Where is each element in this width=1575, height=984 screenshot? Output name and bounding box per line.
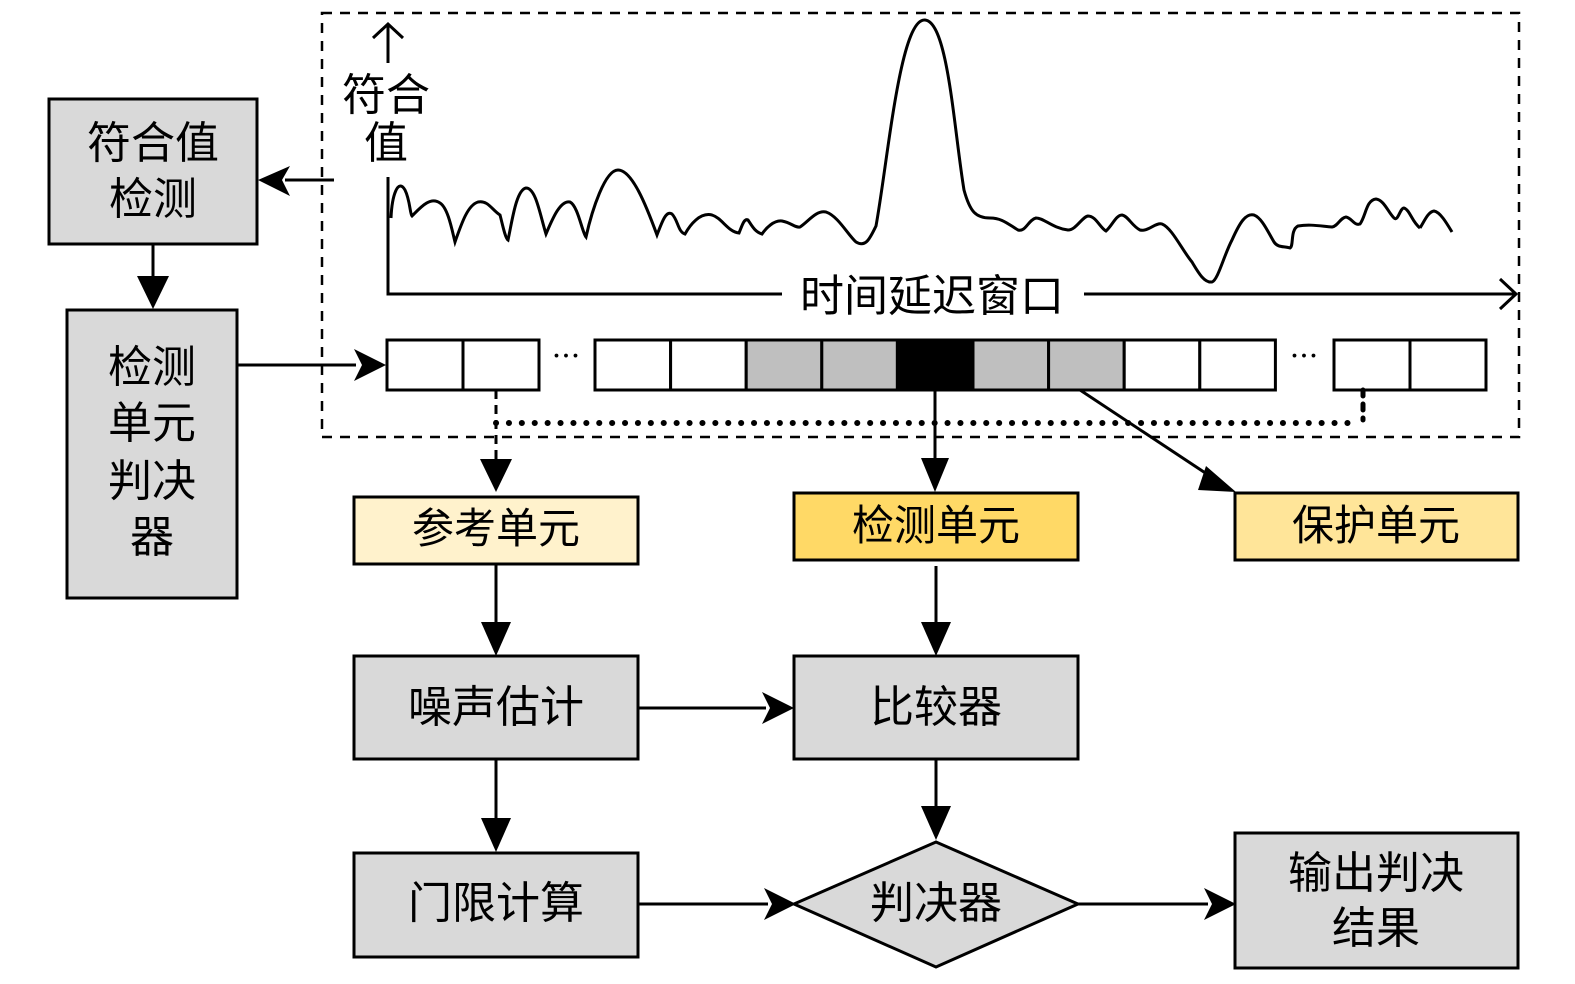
y-axis-label-line2: 值 <box>364 118 408 169</box>
det-arrowhead-icon <box>921 458 949 492</box>
cell-judge-block[interactable] <box>65 308 239 600</box>
noise-estimate-block[interactable] <box>352 654 640 761</box>
y-axis-label-line1: 符合 <box>342 70 430 121</box>
output-block[interactable] <box>1233 831 1520 970</box>
output-label-line1: 输出判决 <box>1288 848 1464 899</box>
threshold-to-decider-arrowhead-icon <box>764 888 796 920</box>
threshold-calc-label: 门限计算 <box>408 878 584 929</box>
plot-region-frame <box>320 11 1521 439</box>
guard-cell-block[interactable] <box>1233 491 1520 562</box>
y-axis-arrowhead-icon <box>371 21 405 40</box>
cell-judge-label-line2: 单元 <box>108 398 196 449</box>
comparator-label: 比较器 <box>870 682 1002 733</box>
cell-test-middle-4 <box>895 338 975 392</box>
coincidence-curve-tail <box>1418 209 1454 233</box>
ellipsis-left: ··· <box>552 339 581 374</box>
coincidence-detect-label-line2: 检测 <box>109 174 197 225</box>
comparator-to-decider-arrowhead-icon <box>921 806 951 840</box>
coincidence-detect-label-line1: 符合值 <box>87 118 219 169</box>
det-to-comparator-arrowhead-icon <box>921 622 951 656</box>
cell-reference-right-0 <box>1332 338 1412 392</box>
x-axis-label: 时间延迟窗口 <box>800 271 1064 322</box>
decider-to-output-arrowhead-icon <box>1204 888 1236 920</box>
guard-cell-label: 保护单元 <box>1292 501 1460 550</box>
cell-row <box>385 338 1488 392</box>
y-axis-and-x-axis-left <box>386 177 782 296</box>
cell-reference-left-0 <box>385 338 465 392</box>
guard-arrowhead-icon <box>1198 466 1236 492</box>
coincidence-curve <box>389 18 1421 284</box>
decider-label: 判决器 <box>870 878 1002 929</box>
guard-cell-connector <box>1079 388 1223 486</box>
cell-reference-right-1 <box>1408 338 1488 392</box>
cell-guard-middle-5 <box>971 338 1051 392</box>
noise-estimate-label: 噪声估计 <box>408 682 584 733</box>
comparator-block[interactable] <box>792 654 1080 761</box>
cell-judge-label-line1: 检测 <box>108 342 196 393</box>
judge-to-cells-arrowhead-icon <box>354 349 386 381</box>
reference-cell-label: 参考单元 <box>412 504 580 553</box>
ref-arrowhead-icon <box>480 459 512 492</box>
cell-reference-middle-0 <box>593 338 673 392</box>
coincidence-detect-block[interactable] <box>47 97 259 246</box>
cell-judge-label-line3: 判决 <box>108 456 196 507</box>
cell-reference-left-1 <box>461 338 541 392</box>
threshold-calc-block[interactable] <box>352 851 640 959</box>
reference-cell-block[interactable] <box>352 495 640 566</box>
ref-to-noise-arrowhead-icon <box>481 622 511 656</box>
noise-to-comparator-arrowhead-icon <box>762 692 794 724</box>
cell-guard-middle-3 <box>820 338 899 392</box>
x-axis-arrowhead-icon <box>1498 277 1519 311</box>
noise-to-threshold-arrowhead-icon <box>481 818 511 852</box>
cell-reference-middle-8 <box>1198 338 1277 392</box>
cell-judge-label-line4: 器 <box>130 512 174 563</box>
detection-cell-label: 检测单元 <box>852 501 1020 550</box>
ellipsis-right: ··· <box>1290 339 1319 374</box>
cell-reference-middle-1 <box>669 338 748 392</box>
detection-cell-block[interactable] <box>792 491 1080 562</box>
plot-to-detect-arrowhead-icon <box>258 166 290 196</box>
output-label-line2: 结果 <box>1332 903 1420 954</box>
cell-guard-middle-6 <box>1047 338 1126 392</box>
detect-to-judge-arrowhead-icon <box>137 276 169 309</box>
decider-diamond[interactable] <box>790 840 1082 969</box>
cell-reference-middle-7 <box>1122 338 1202 392</box>
cell-guard-middle-2 <box>744 338 824 392</box>
